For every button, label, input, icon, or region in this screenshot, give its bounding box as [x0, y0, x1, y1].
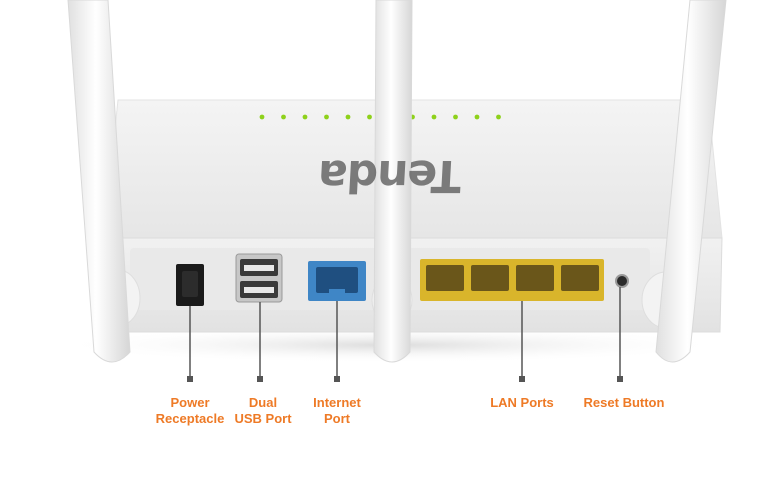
lan-port-3 [516, 265, 554, 291]
power-receptacle-label: Power Receptacle [155, 395, 225, 426]
callout-lines [189, 287, 621, 378]
status-led-icon [281, 114, 286, 120]
callout-marker-lan [519, 376, 525, 382]
status-led-icon [259, 114, 265, 120]
lan-port-2 [471, 265, 509, 291]
status-led-icon [367, 114, 372, 120]
status-led-icon [324, 114, 329, 120]
lan-port-4 [561, 265, 599, 291]
internet-port-opening [316, 267, 358, 293]
status-led-icon [496, 114, 501, 120]
lan-ports-icon [420, 259, 604, 301]
callout-marker-internet [334, 376, 340, 382]
status-led-icon [345, 114, 351, 120]
callout-markers [187, 376, 623, 382]
usb-port-icon [235, 253, 283, 303]
callout-marker-reset [617, 376, 623, 382]
power-receptacle [176, 264, 204, 306]
antenna-right [655, 0, 727, 363]
reset-button [615, 274, 629, 288]
antenna-center [373, 0, 413, 363]
status-led-icon [431, 114, 437, 120]
internet-port-icon [308, 261, 366, 301]
antenna-left [67, 0, 131, 363]
lan-ports-housing [420, 259, 604, 301]
callout-marker-power [187, 376, 193, 382]
usb-port-label: Dual USB Port [234, 395, 292, 426]
lan-ports-label: LAN Ports [490, 395, 554, 410]
status-led-icon [302, 114, 308, 120]
status-led-icon [474, 114, 480, 120]
usb-port-upper-tongue [244, 265, 274, 271]
lan-port-1 [426, 265, 464, 291]
usb-port-lower-tongue [244, 287, 274, 293]
callout-marker-usb [257, 376, 263, 382]
power-receptacle-opening [182, 271, 198, 297]
internet-port-label: Internet Port [313, 395, 361, 426]
brand-logo: Tenda [315, 150, 465, 201]
status-led-icon [453, 114, 458, 120]
internet-port-clip [329, 289, 345, 295]
reset-button-label: Reset Button [583, 395, 665, 410]
